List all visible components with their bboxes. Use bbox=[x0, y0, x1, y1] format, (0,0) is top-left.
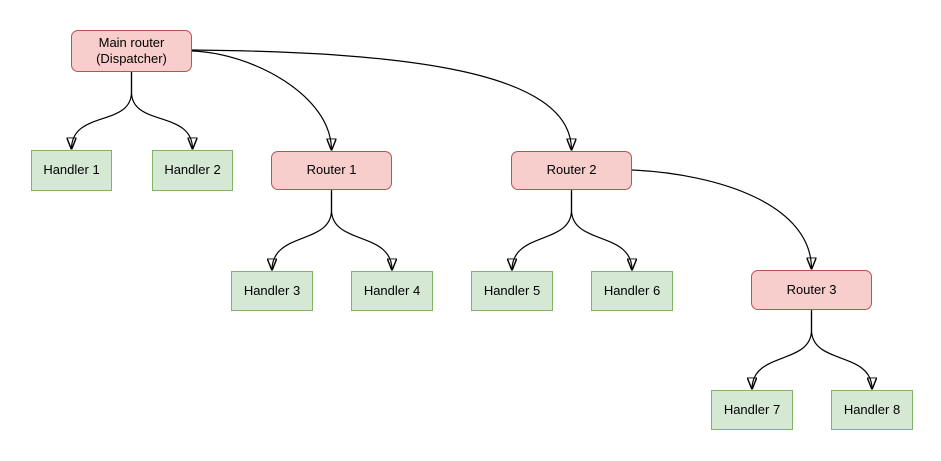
node-handler-5: Handler 5 bbox=[471, 271, 553, 311]
edge-main-router-to-router-1 bbox=[191, 50, 332, 150]
node-handler-2: Handler 2 bbox=[152, 150, 233, 191]
edge-router-2-to-handler-6 bbox=[570, 190, 633, 270]
edge-main-router-to-handler-2 bbox=[130, 72, 193, 149]
edge-main-router-to-handler-1 bbox=[72, 72, 133, 149]
edge-router-1-to-handler-3 bbox=[272, 190, 333, 270]
edge-router-3-to-handler-8 bbox=[810, 310, 873, 389]
node-handler-3: Handler 3 bbox=[231, 271, 313, 311]
node-handler-7: Handler 7 bbox=[711, 390, 793, 430]
edge-main-router-to-router-2 bbox=[191, 49, 572, 150]
edge-router-2-to-handler-5 bbox=[512, 190, 573, 270]
node-handler-4: Handler 4 bbox=[351, 271, 433, 311]
node-handler-8: Handler 8 bbox=[831, 390, 913, 430]
edge-router-3-to-handler-7 bbox=[752, 310, 813, 389]
node-router-1: Router 1 bbox=[271, 151, 392, 190]
node-router-2: Router 2 bbox=[511, 151, 632, 190]
node-router-3: Router 3 bbox=[751, 270, 872, 310]
node-handler-1: Handler 1 bbox=[31, 150, 112, 191]
node-main-router: Main router (Dispatcher) bbox=[71, 30, 192, 72]
edge-router-1-to-handler-4 bbox=[330, 190, 393, 270]
edge-router-2-to-router-3 bbox=[631, 169, 812, 269]
node-handler-6: Handler 6 bbox=[591, 271, 673, 311]
